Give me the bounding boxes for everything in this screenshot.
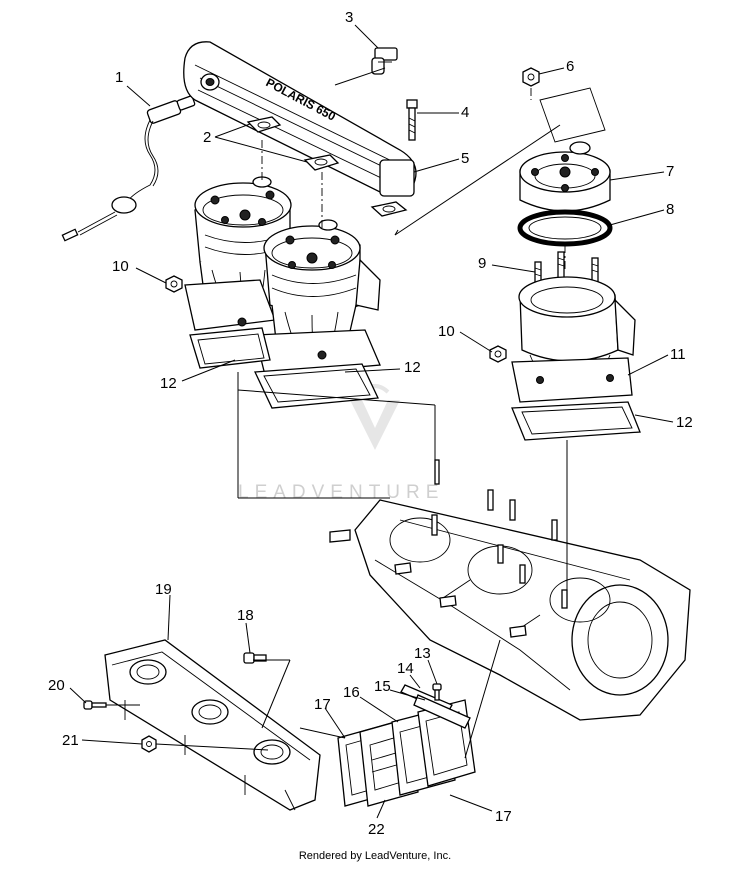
part-18-bolt[interactable]	[243, 652, 267, 664]
part-3-fitting[interactable]	[371, 47, 398, 75]
callout-11: 11	[670, 346, 686, 363]
part-2-gaskets[interactable]	[246, 116, 408, 217]
part-8-head-gasket[interactable]	[517, 209, 613, 247]
callout-10-left: 10	[112, 258, 129, 275]
leader-lines	[69, 24, 674, 819]
callout-16: 16	[343, 684, 360, 701]
callout-3: 3	[345, 9, 353, 26]
part-6-nut[interactable]	[522, 67, 540, 87]
footer-credit: Rendered by LeadVenture, Inc.	[298, 850, 452, 862]
callout-17-left: 17	[314, 696, 331, 713]
callout-15: 15	[374, 678, 391, 695]
callout-18: 18	[237, 607, 254, 624]
callout-8: 8	[666, 201, 674, 218]
part-7-cylinder-head[interactable]	[519, 87, 611, 212]
callout-12-left: 12	[160, 375, 177, 392]
part-15-reed-stopper[interactable]	[413, 694, 471, 729]
alignment-lines	[106, 88, 568, 759]
callout-5: 5	[461, 150, 469, 167]
callout-21: 21	[62, 732, 79, 749]
part-12-gaskets-left[interactable]	[189, 327, 379, 409]
part-20-screw[interactable]	[83, 700, 107, 710]
part-12-gasket-right[interactable]	[511, 401, 641, 441]
callout-7: 7	[666, 163, 674, 180]
callout-17-right: 17	[495, 808, 512, 825]
callout-9: 9	[478, 255, 486, 272]
callout-12-center: 12	[404, 359, 421, 376]
callout-6: 6	[566, 58, 574, 75]
part-1-temp-sensor[interactable]	[61, 95, 196, 242]
callout-19: 19	[155, 581, 172, 598]
part-11-cylinder[interactable]	[511, 276, 636, 403]
callout-4: 4	[461, 104, 469, 121]
callout-1: 1	[115, 69, 123, 86]
callout-12-right: 12	[676, 414, 693, 431]
callout-10-right: 10	[438, 323, 455, 340]
watermark-text: LEADVENTURE	[238, 482, 444, 503]
part-10-nut-left[interactable]	[165, 275, 183, 293]
part-21-nut[interactable]	[141, 735, 157, 753]
crankcase	[329, 459, 691, 721]
part-9-studs[interactable]	[534, 251, 599, 293]
left-cylinder-assembly[interactable]	[184, 176, 381, 376]
callout-14: 14	[397, 660, 414, 677]
part-4-bolt[interactable]	[406, 99, 418, 141]
part-10-nut-right[interactable]	[489, 345, 507, 363]
callout-2: 2	[203, 129, 211, 146]
callout-13: 13	[414, 645, 431, 662]
callout-labels: 1 3 2 4 5 6 7 8 9 10 10 11 12 12 12 19 1…	[48, 9, 693, 838]
callout-22: 22	[368, 821, 385, 838]
part-19-intake-plate[interactable]	[104, 639, 321, 811]
callout-20: 20	[48, 677, 65, 694]
